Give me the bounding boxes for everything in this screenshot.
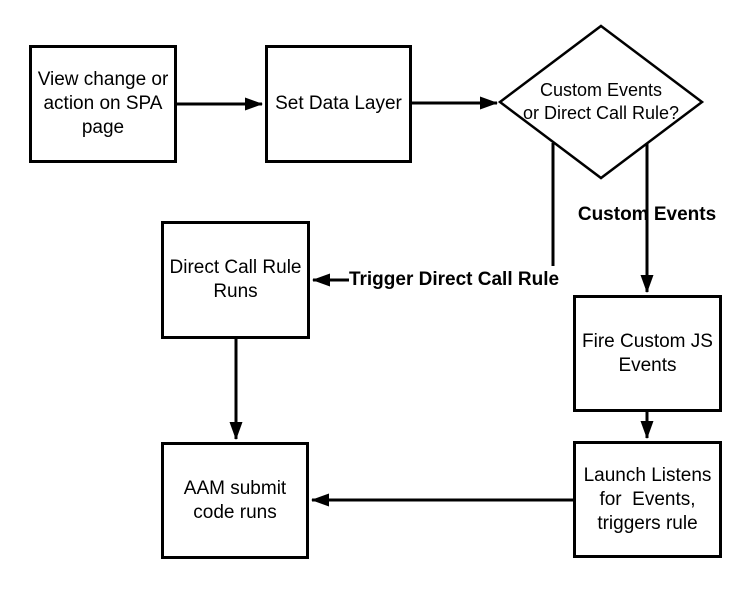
node-fire-custom-js-label: Fire Custom JS Events: [582, 330, 713, 376]
node-launch-listens-label: Launch Listens for Events, triggers rule: [583, 464, 712, 534]
node-decision-diamond-shape: [497, 24, 705, 180]
node-view-change-label: View change or action on SPA page: [37, 69, 169, 138]
edge-label-custom-events: Custom Events: [577, 203, 717, 225]
node-set-data-layer-label: Set Data Layer: [275, 93, 402, 114]
node-view-change: View change or action on SPA page: [29, 45, 177, 163]
node-decision-label: Custom Events or Direct Call Rule?: [522, 80, 680, 123]
node-fire-custom-js: Fire Custom JS Events: [573, 295, 722, 412]
node-decision: Custom Events or Direct Call Rule?: [500, 26, 702, 178]
node-aam-submit: AAM submit code runs: [161, 442, 309, 559]
node-aam-submit-label: AAM submit code runs: [183, 477, 287, 523]
node-direct-call-rule-runs-label: Direct Call Rule Runs: [169, 257, 302, 302]
node-set-data-layer: Set Data Layer: [265, 45, 412, 163]
node-direct-call-rule-runs: Direct Call Rule Runs: [161, 221, 310, 339]
edge-label-trigger-direct-call-rule: Trigger Direct Call Rule: [349, 266, 559, 294]
node-launch-listens: Launch Listens for Events, triggers rule: [573, 441, 722, 558]
